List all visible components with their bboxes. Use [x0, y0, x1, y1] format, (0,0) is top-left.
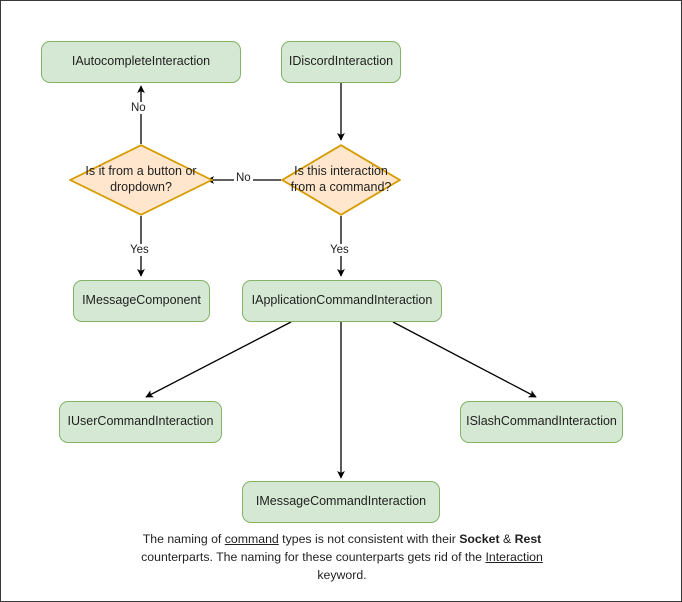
edge-label-qcommand-no: No [234, 172, 253, 184]
footnote-text: The naming of command types is not consi… [121, 531, 563, 584]
edge-appcommand-to-usercommand [145, 321, 292, 398]
node-label: IUserCommandInteraction [67, 414, 214, 429]
edge-label-qcommand-yes: Yes [328, 244, 351, 256]
node-label: IApplicationCommandInteraction [251, 293, 433, 308]
diamond-shape [69, 144, 213, 216]
node-label: IMessageCommandInteraction [255, 494, 427, 509]
node-question-button-or-dropdown[interactable]: Is it from a button or dropdown? [69, 144, 213, 216]
footnote-text-c: counterparts. The naming for these [141, 549, 333, 564]
footnote-underline-interaction: Interaction [485, 549, 543, 564]
footnote-text-amp: & [499, 532, 515, 546]
footnote-line-2: Socket & Rest counterparts. The naming f… [141, 532, 541, 564]
footnote-underline-command: command [224, 532, 279, 546]
footnote-bold-socket: Socket [459, 532, 500, 546]
node-question-from-command[interactable]: Is this interaction from a command? [281, 144, 401, 216]
node-message-component[interactable]: IMessageComponent [73, 280, 210, 322]
diamond-shape [281, 144, 401, 216]
node-label: Is this interaction from a command? [290, 164, 392, 194]
footnote-text-a: The naming of [142, 532, 225, 546]
edge-label-qbutton-no: No [129, 102, 148, 114]
node-discord-interaction[interactable]: IDiscordInteraction [281, 41, 401, 83]
node-label: IMessageComponent [82, 293, 201, 308]
node-slash-command-interaction[interactable]: ISlashCommandInteraction [460, 401, 623, 443]
node-application-command-interaction[interactable]: IApplicationCommandInteraction [242, 280, 442, 322]
footnote-text-d: counterparts gets rid of the [335, 549, 486, 564]
node-label: Is it from a button or dropdown? [85, 164, 197, 194]
footnote-line-1: The naming of command types is not consi… [143, 532, 456, 546]
edge-label-qbutton-yes: Yes [128, 244, 151, 256]
node-user-command-interaction[interactable]: IUserCommandInteraction [59, 401, 222, 443]
node-message-command-interaction[interactable]: IMessageCommandInteraction [242, 481, 440, 523]
footnote-bold-rest: Rest [514, 532, 542, 546]
node-label: ISlashCommandInteraction [466, 414, 617, 429]
node-autocomplete-interaction[interactable]: IAutocompleteInteraction [41, 41, 241, 83]
footnote-text-b: types is not consistent with their [278, 532, 456, 546]
footnote-text-e: keyword. [317, 567, 367, 582]
edge-appcommand-to-slashcommand [392, 321, 537, 398]
node-label: IDiscordInteraction [288, 54, 394, 69]
node-label: IAutocompleteInteraction [71, 54, 211, 69]
footnote-line-3: counterparts gets rid of the Interaction… [317, 550, 542, 582]
